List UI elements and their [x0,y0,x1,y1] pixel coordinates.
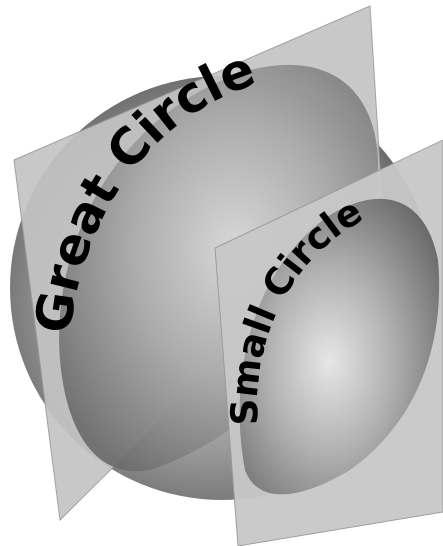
sphere-circles-diagram: Great Circle Small Circle [0,0,443,546]
diagram-canvas: Great Circle Small Circle [0,0,443,546]
